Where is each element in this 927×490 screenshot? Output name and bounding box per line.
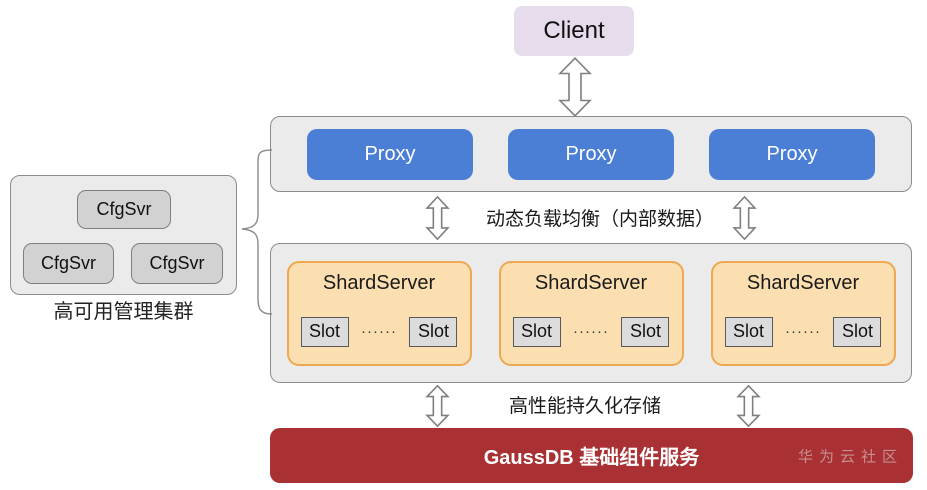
gaussdb-service-bar: GaussDB 基础组件服务 华为云社区 [270, 428, 913, 483]
storage-label: 高性能持久化存储 [508, 396, 661, 417]
gaussdb-service-title: GaussDB 基础组件服务 [483, 447, 700, 469]
slot-ellipsis: ······ [573, 323, 609, 340]
slot-ellipsis: ······ [361, 323, 397, 340]
shard-storage-arrow-right-icon [737, 385, 760, 427]
cfgsvr-cluster: CfgSvr CfgSvr CfgSvr [10, 175, 237, 295]
slot-row: Slot ······ Slot [300, 316, 458, 347]
slot-box: Slot [621, 316, 670, 347]
proxy-box: Proxy [508, 128, 674, 180]
slot-box: Slot [724, 316, 773, 347]
slot-box: Slot [512, 316, 561, 347]
shard-storage-arrow-left-icon [426, 385, 449, 427]
cfgsvr-box: CfgSvr [131, 243, 223, 284]
slot-box: Slot [833, 316, 882, 347]
huawei-cloud-watermark: 华为云社区 [797, 448, 903, 465]
slot-box: Slot [409, 316, 458, 347]
shard-server-title: ShardServer [322, 271, 436, 294]
slot-ellipsis: ······ [785, 323, 821, 340]
shard-layer: ShardServer Slot ······ Slot ShardServer… [270, 243, 912, 383]
cfgsvr-box: CfgSvr [77, 190, 171, 229]
load-balance-label: 动态负载均衡（内部数据） [485, 209, 714, 230]
client-box: Client [514, 6, 634, 56]
shard-server-box: ShardServer Slot ······ Slot [710, 260, 896, 366]
shard-server-box: ShardServer Slot ······ Slot [498, 260, 684, 366]
shard-server-title: ShardServer [746, 271, 860, 294]
proxy-box: Proxy [709, 128, 875, 180]
shard-server-box: ShardServer Slot ······ Slot [286, 260, 472, 366]
slot-row: Slot ······ Slot [512, 316, 670, 347]
cfgsvr-cluster-caption: 高可用管理集群 [53, 301, 194, 323]
slot-box: Slot [300, 316, 349, 347]
proxy-layer: Proxy Proxy Proxy [270, 116, 912, 192]
shard-server-title: ShardServer [534, 271, 648, 294]
slot-row: Slot ······ Slot [724, 316, 882, 347]
client-proxy-arrow-icon [559, 57, 591, 117]
proxy-box: Proxy [307, 128, 473, 180]
cluster-brace [241, 149, 273, 315]
cfgsvr-box: CfgSvr [23, 243, 114, 284]
